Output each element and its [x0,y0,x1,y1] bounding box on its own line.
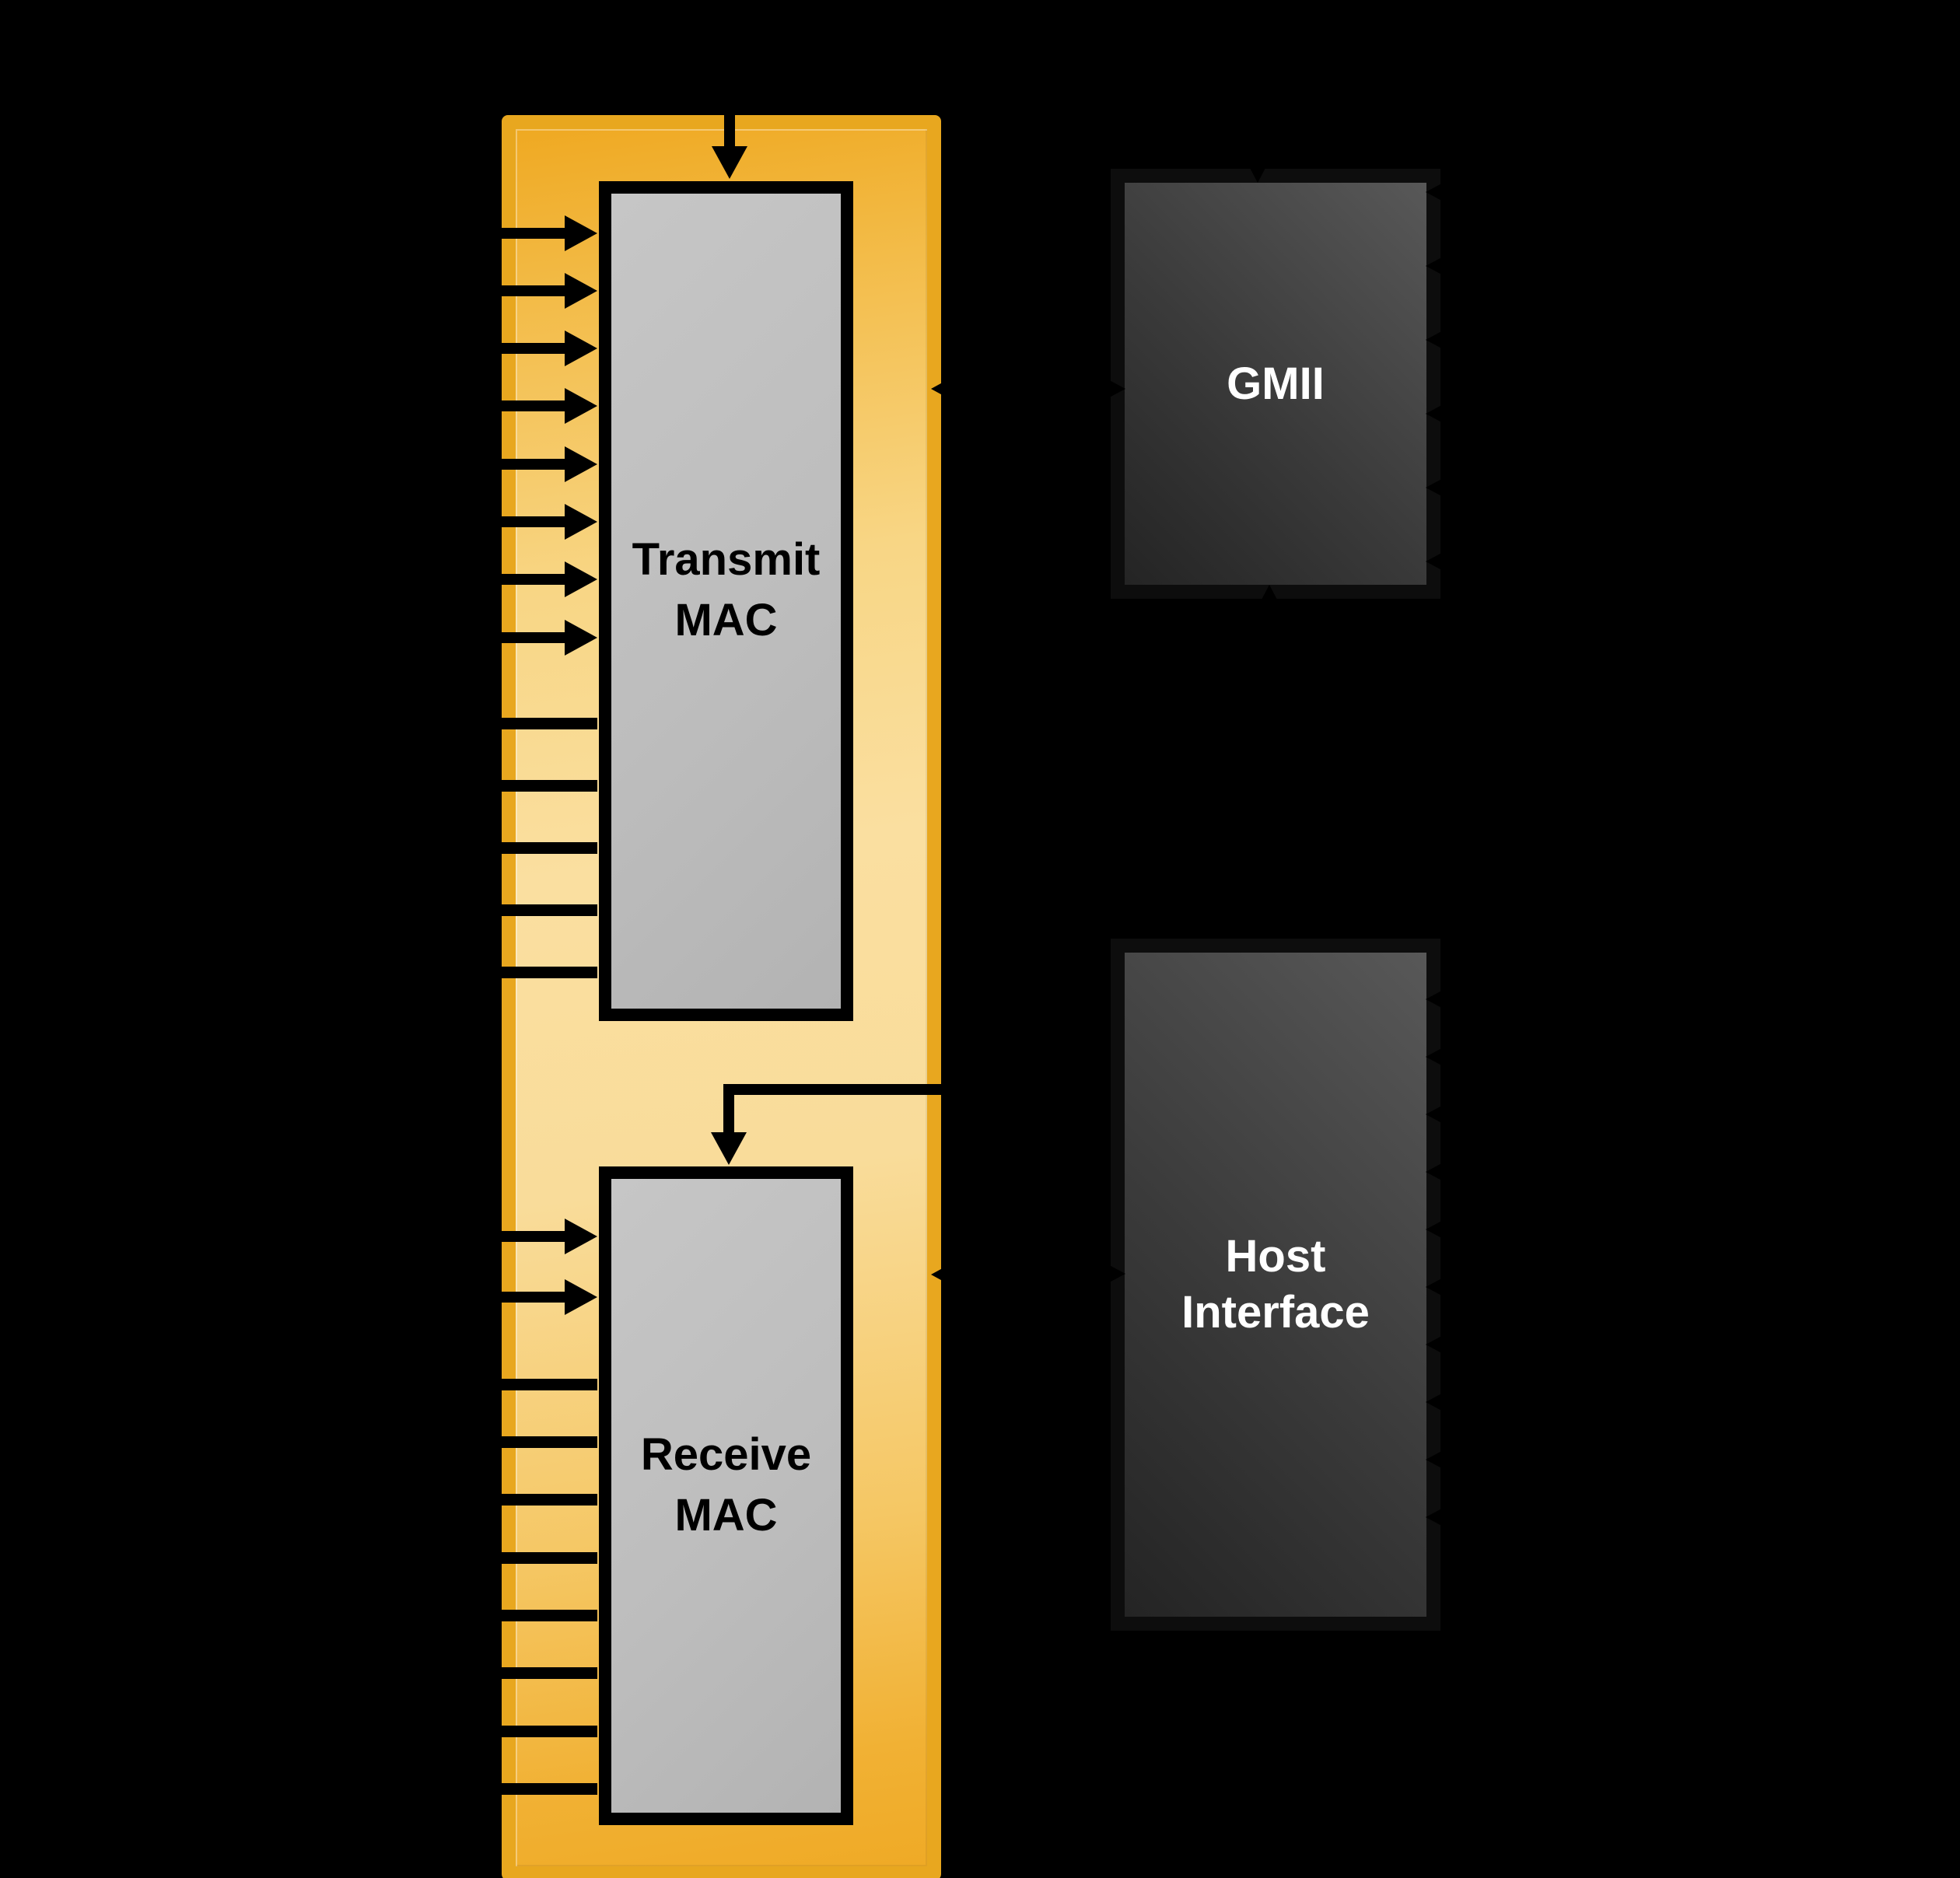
output-stub [502,1436,597,1448]
input-arrow-head [565,215,597,251]
transmit-mac-label: Transmit MAC [632,534,821,645]
core-right-arrow-shaft [964,383,1010,394]
host-right-arrow-notch [1426,1217,1449,1242]
input-arrow-shaft [502,459,566,470]
input-arrow-head [565,561,597,597]
input-arrow-head [565,273,597,309]
core-right-arrow-head [931,1257,964,1292]
core-right-arrow-head [931,371,964,407]
host-right-arrow-notch [1426,1102,1449,1127]
rx-elbow-arrow-head [711,1132,747,1165]
output-stub [502,967,597,978]
host-interface-label: Host Interface [1181,1231,1370,1338]
input-arrow-shaft [502,285,566,296]
receive-mac-label: Receive MAC [640,1429,812,1541]
host-right-arrow-notch [1426,1505,1449,1530]
host-right-arrow-notch [1426,987,1449,1012]
input-arrow-shaft [502,228,566,239]
gmii-right-arrow-notch [1426,549,1449,574]
output-stub [502,1667,597,1679]
core-right-arrow-shaft [964,1269,1010,1280]
input-arrow-shaft [502,400,566,411]
input-arrow-shaft [502,574,566,585]
gmii-right-arrow-notch [1426,180,1449,205]
output-stub [502,718,597,729]
gmii-right-arrow-notch [1426,254,1449,278]
gmii-box: GMII [1111,169,1440,599]
output-stub [502,780,597,792]
gmii-left-arrow-notch [1102,376,1125,401]
output-stub [502,1379,597,1390]
receive-mac-box: Receive MAC [599,1166,853,1825]
host-interface-box: Host Interface [1111,939,1440,1631]
transmit-mac-box: Transmit MAC [599,181,853,1021]
host-right-arrow-notch [1426,1332,1449,1357]
output-stub [502,1552,597,1564]
gmii-bottom-arrow-notch [1254,585,1285,614]
input-arrow-shaft [502,632,566,643]
rx-elbow-vertical [723,1084,734,1134]
input-arrow-shaft [502,343,566,354]
output-stub [502,842,597,854]
input-arrow-head [565,504,597,540]
gmii-right-arrow-notch [1426,475,1449,500]
host-left-arrow-notch [1102,1261,1125,1286]
input-arrow-head [565,330,597,366]
input-arrow-shaft [502,516,566,527]
input-arrow-head [565,1219,597,1254]
input-arrow-head [565,620,597,656]
output-stub [502,1494,597,1506]
input-arrow-shaft [502,1231,566,1242]
input-arrow-head [565,388,597,424]
output-stub [502,1610,597,1621]
gmii-top-arrow-notch [1242,153,1273,183]
gmii-right-arrow-notch [1426,401,1449,426]
output-stub [502,1726,597,1737]
input-arrow-head [565,1279,597,1315]
gmii-label: GMII [1227,358,1325,409]
host-right-arrow-notch [1426,1447,1449,1472]
output-stub [502,1783,597,1795]
tx-top-arrow-head [712,146,747,179]
output-stub [502,904,597,916]
host-right-arrow-notch [1426,1044,1449,1069]
input-arrow-head [565,446,597,482]
host-right-arrow-notch [1426,1275,1449,1299]
rx-elbow-horizontal [723,1084,949,1095]
gmii-right-arrow-notch [1426,327,1449,352]
host-right-arrow-notch [1426,1390,1449,1415]
host-right-arrow-notch [1426,1159,1449,1184]
input-arrow-shaft [502,1292,566,1303]
tx-top-arrow-shaft [724,78,735,146]
